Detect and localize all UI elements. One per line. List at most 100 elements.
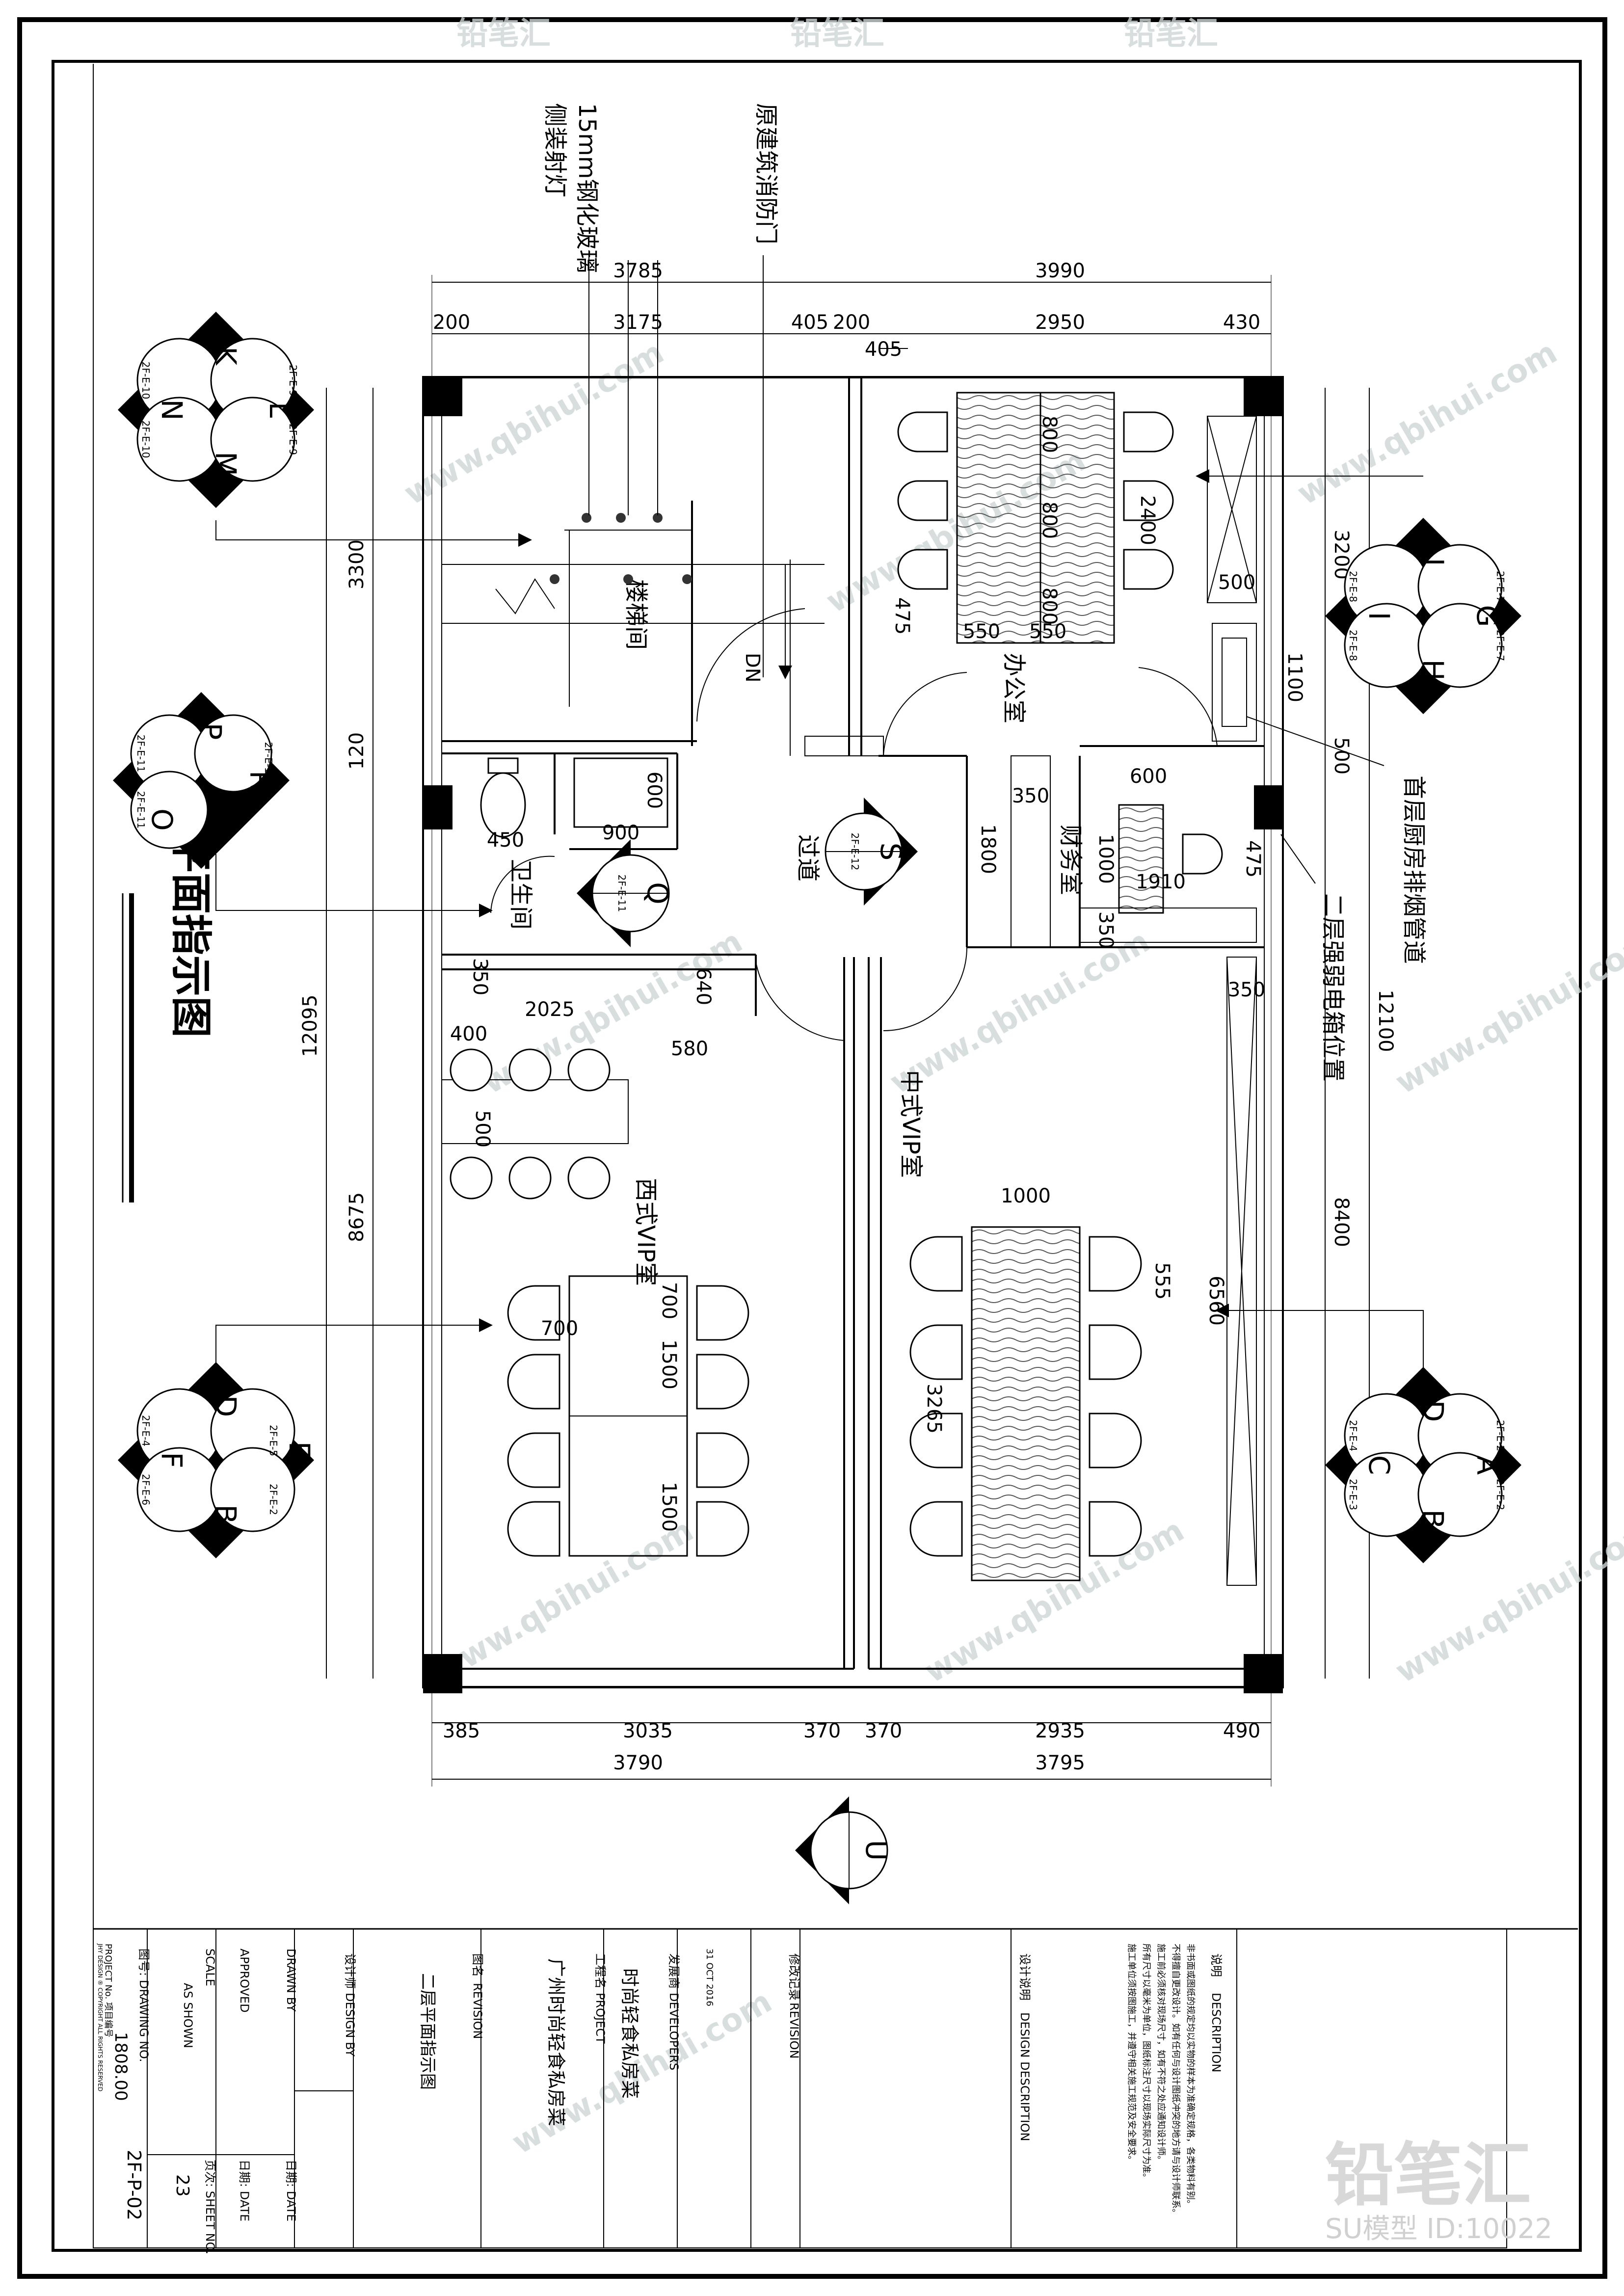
dim-top-405b: 405 xyxy=(865,338,902,361)
marker-letter: B xyxy=(1416,1509,1450,1529)
marker-letter: G xyxy=(1470,605,1504,627)
bar-stools xyxy=(450,1048,611,1200)
office-table xyxy=(1039,392,1115,644)
marker-code: 2F-E-12 xyxy=(849,833,861,871)
dim-1910: 1910 xyxy=(1136,871,1186,893)
marker-code: 2F-E-10 xyxy=(140,362,152,400)
marker-code: 2F-E-4 xyxy=(140,1415,152,1446)
corridor-door xyxy=(883,947,967,1031)
callout-glass: 15mm钢化玻璃 xyxy=(573,103,601,273)
tb-project-name: 广州时尚轻食私房菜 xyxy=(545,1958,567,2126)
dim-bottom-left-total: 3790 xyxy=(613,1752,663,1774)
marker-code: 2F-E-11 xyxy=(616,875,628,912)
office-door xyxy=(883,672,967,756)
tb-desc-line: 不得擅自更改设计。如有任何与设计图纸冲突的地方请与设计师联系。 xyxy=(1171,1944,1181,2217)
dim-555: 555 xyxy=(1151,1262,1173,1300)
structural-columns xyxy=(423,377,1283,1693)
office-chairs xyxy=(897,411,1174,590)
tb-scale-label: SCALE xyxy=(203,1949,217,1986)
dim-right-500: 500 xyxy=(1330,737,1353,774)
dim-top-405: 405 xyxy=(791,311,828,334)
dim-350d: 350 xyxy=(469,958,491,995)
dim-800b: 800 xyxy=(1038,502,1061,539)
marker-letter: B xyxy=(209,1504,242,1524)
tb-developer-label-en: DEVELOPERS xyxy=(667,1993,681,2070)
marker-code: 2F-E-3 xyxy=(1347,1479,1359,1510)
dim-350b: 350 xyxy=(1094,911,1117,949)
tb-desc-line: 施工前必须核对现场尺寸，如有不符之处应通知设计师。 xyxy=(1156,1944,1166,2164)
room-label-finance: 财务室 xyxy=(1057,825,1084,895)
room-label-chinese-vip: 中式VIP室 xyxy=(897,1070,925,1178)
marker-letter: C xyxy=(1362,1455,1396,1475)
callout-fire-door: 原建筑消防门 xyxy=(752,103,780,244)
tb-revision-date: 31 OCT 2016 xyxy=(704,1949,715,2006)
dim-1800: 1800 xyxy=(977,824,999,874)
marker-code: 2F-E-4 xyxy=(1347,1420,1359,1451)
dim-1000b: 1000 xyxy=(1001,1185,1051,1207)
dim-600a: 600 xyxy=(643,772,666,809)
spotlights xyxy=(550,513,692,584)
dim-700b: 700 xyxy=(658,1282,680,1319)
dim-2400: 2400 xyxy=(1136,495,1159,545)
elevation-marker-s: S 2F-E-12 xyxy=(825,798,918,906)
tb-drawing-no: 2F-P-02 xyxy=(123,2150,145,2220)
marker-code: 2F-E-12 xyxy=(263,742,274,780)
marker-letter: L xyxy=(263,402,296,418)
stair xyxy=(442,530,884,756)
tb-project-label-en: PROJECT xyxy=(593,1993,607,2044)
tb-designer-label: 设计师 xyxy=(343,1953,357,1989)
elevation-marker-right-top: J I G H 2F-E-8 2F-E-7 2F-E-8 2F-E-7 xyxy=(1325,518,1521,714)
tb-design-desc-label: 设计说明 xyxy=(1018,1953,1032,2001)
marker-letter: D xyxy=(1416,1400,1450,1422)
tb-revision-label-en: REVISION xyxy=(787,2002,801,2059)
marker-code: 2F-E-7 xyxy=(1494,630,1506,661)
marker-letter: I xyxy=(1362,612,1396,620)
elevation-marker-q: Q 2F-E-11 xyxy=(577,839,674,947)
elevation-marker-mid-left: P R O 2F-E-11 2F-E-12 2F-E-11 xyxy=(113,692,290,869)
room-label-west-vip: 西式VIP室 xyxy=(632,1178,660,1286)
tb-copyright: JHY DESIGN ® COPYRIGHT ALL RIGHTS RESERV… xyxy=(97,1943,104,2091)
finance-chair xyxy=(1182,833,1223,875)
tb-developer-label: 发展商 xyxy=(667,1953,681,1989)
marker-code: 2F-E-8 xyxy=(1347,630,1359,661)
marker-letter: J xyxy=(1416,556,1450,566)
marker-code: 2F-E-2 xyxy=(267,1484,279,1515)
dim-top-3175: 3175 xyxy=(613,311,663,334)
dim-bottom-370a: 370 xyxy=(803,1720,841,1742)
dim-top-200b: 200 xyxy=(833,311,870,334)
glass-lines xyxy=(588,250,764,677)
marker-letter: S xyxy=(874,843,907,861)
marker-code: 2F-E-2 xyxy=(1494,1420,1506,1451)
title-block-text: 说明 DESCRIPTION 非书面或图纸的规定均以实物的样本为准确定规格，各类… xyxy=(97,1943,1223,2254)
stair-dn-label: DN xyxy=(741,653,764,683)
dim-1000a: 1000 xyxy=(1094,834,1117,884)
marker-code: 2F-E-11 xyxy=(135,791,147,829)
tb-drawing-name: 二层平面指示图 xyxy=(418,1973,437,2090)
dim-640: 640 xyxy=(692,968,715,1005)
dim-top-right-total: 3990 xyxy=(1035,260,1085,282)
elevation-marker-u: U xyxy=(795,1796,893,1904)
tb-desc-label-en: DESCRIPTION xyxy=(1209,1993,1223,2072)
watermark-corner-code: SU模型 ID:10022 xyxy=(1325,2213,1552,2245)
marker-letter: F xyxy=(155,1452,188,1468)
dim-700a: 700 xyxy=(541,1317,578,1340)
tb-project-label: 工程名 xyxy=(593,1953,607,1989)
dimension-lines xyxy=(326,275,1370,1787)
dim-left-120: 120 xyxy=(346,732,368,770)
elevation-marker-top-left: K N L M 2F-E-10 2F-E-9 2F-E-10 2F-E-9 xyxy=(118,312,314,508)
tb-desc-line: 非书面或图纸的规定均以实物的样本为准确定规格，各类物料有别。 xyxy=(1185,1944,1196,2209)
marker-letter: K xyxy=(209,347,242,366)
tb-desc-line: 所有尺寸以毫米为单位，图纸标注尺寸以现场实际尺寸为准。 xyxy=(1141,1944,1151,2182)
dim-475b: 475 xyxy=(1242,840,1264,878)
chinese-dining-table xyxy=(971,1226,1081,1581)
marker-letter: Q xyxy=(641,882,674,905)
marker-code: 2F-E-10 xyxy=(140,421,152,458)
tb-drawing-name-label: 图名 xyxy=(471,1953,484,1977)
watermark-corner-brand: 铅笔汇 xyxy=(1325,2136,1531,2216)
dim-top-2950: 2950 xyxy=(1035,311,1085,334)
watermark-brand: 铅笔汇 xyxy=(456,16,551,52)
watermark-url: www.qbihui.com xyxy=(1291,334,1563,512)
dim-1500b: 1500 xyxy=(658,1482,680,1532)
tb-project-no-label: PROJECT No. 项目编号 xyxy=(103,1944,113,2037)
